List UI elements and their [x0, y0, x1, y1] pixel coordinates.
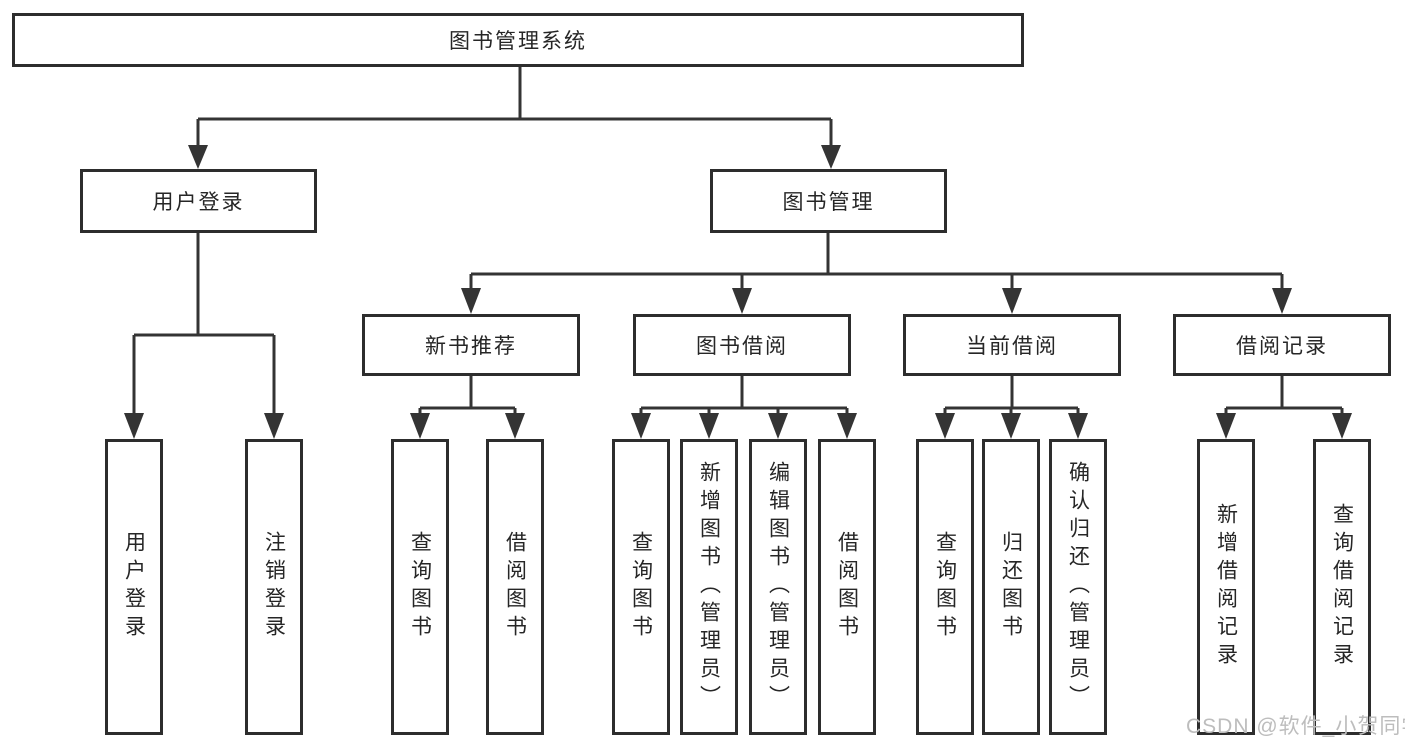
leaf-logout-label: 注销登录: [262, 531, 286, 643]
leaf-current-confirm-return-admin-label: 确认归还（管理员）: [1066, 461, 1090, 713]
node-borrow-records-label: 借阅记录: [1236, 335, 1328, 358]
leaf-borrow-edit-book-admin: 编辑图书（管理员）: [749, 439, 807, 735]
leaf-current-confirm-return-admin: 确认归还（管理员）: [1049, 439, 1107, 735]
node-new-book-recommend-label: 新书推荐: [425, 335, 517, 358]
node-root-system-label: 图书管理系统: [449, 30, 587, 53]
node-new-book-recommend: 新书推荐: [362, 314, 580, 376]
arrowhead-icons: [124, 145, 1352, 439]
node-user-login: 用户登录: [80, 169, 317, 233]
node-book-borrow: 图书借阅: [633, 314, 851, 376]
node-current-borrow-label: 当前借阅: [966, 335, 1058, 358]
leaf-records-add-record-label: 新增借阅记录: [1214, 503, 1238, 671]
node-book-management: 图书管理: [710, 169, 947, 233]
leaf-records-query-record-label: 查询借阅记录: [1330, 503, 1354, 671]
leaf-recommend-query-book-label: 查询图书: [408, 531, 432, 643]
csdn-watermark: CSDN @软件_小贺同学: [1186, 715, 1405, 738]
leaf-current-query-book: 查询图书: [916, 439, 974, 735]
leaf-recommend-borrow-book-label: 借阅图书: [503, 531, 527, 643]
node-current-borrow: 当前借阅: [903, 314, 1121, 376]
leaf-user-login: 用户登录: [105, 439, 163, 735]
leaf-borrow-borrow-book-label: 借阅图书: [835, 531, 859, 643]
leaf-current-return-book: 归还图书: [982, 439, 1040, 735]
node-root-system: 图书管理系统: [12, 13, 1024, 67]
leaf-logout: 注销登录: [245, 439, 303, 735]
leaf-borrow-query-book-label: 查询图书: [629, 531, 653, 643]
node-user-login-label: 用户登录: [152, 191, 245, 214]
leaf-current-return-book-label: 归还图书: [999, 531, 1023, 643]
leaf-borrow-borrow-book: 借阅图书: [818, 439, 876, 735]
node-book-borrow-label: 图书借阅: [696, 335, 788, 358]
node-borrow-records: 借阅记录: [1173, 314, 1391, 376]
leaf-current-query-book-label: 查询图书: [933, 531, 957, 643]
leaf-records-query-record: 查询借阅记录: [1313, 439, 1371, 735]
leaf-recommend-borrow-book: 借阅图书: [486, 439, 544, 735]
leaf-borrow-add-book-admin-label: 新增图书（管理员）: [697, 461, 721, 713]
leaf-borrow-query-book: 查询图书: [612, 439, 670, 735]
node-book-management-label: 图书管理: [782, 191, 875, 214]
leaf-recommend-query-book: 查询图书: [391, 439, 449, 735]
leaf-user-login-label: 用户登录: [122, 531, 146, 643]
leaf-records-add-record: 新增借阅记录: [1197, 439, 1255, 735]
leaf-borrow-edit-book-admin-label: 编辑图书（管理员）: [766, 461, 790, 713]
leaf-borrow-add-book-admin: 新增图书（管理员）: [680, 439, 738, 735]
